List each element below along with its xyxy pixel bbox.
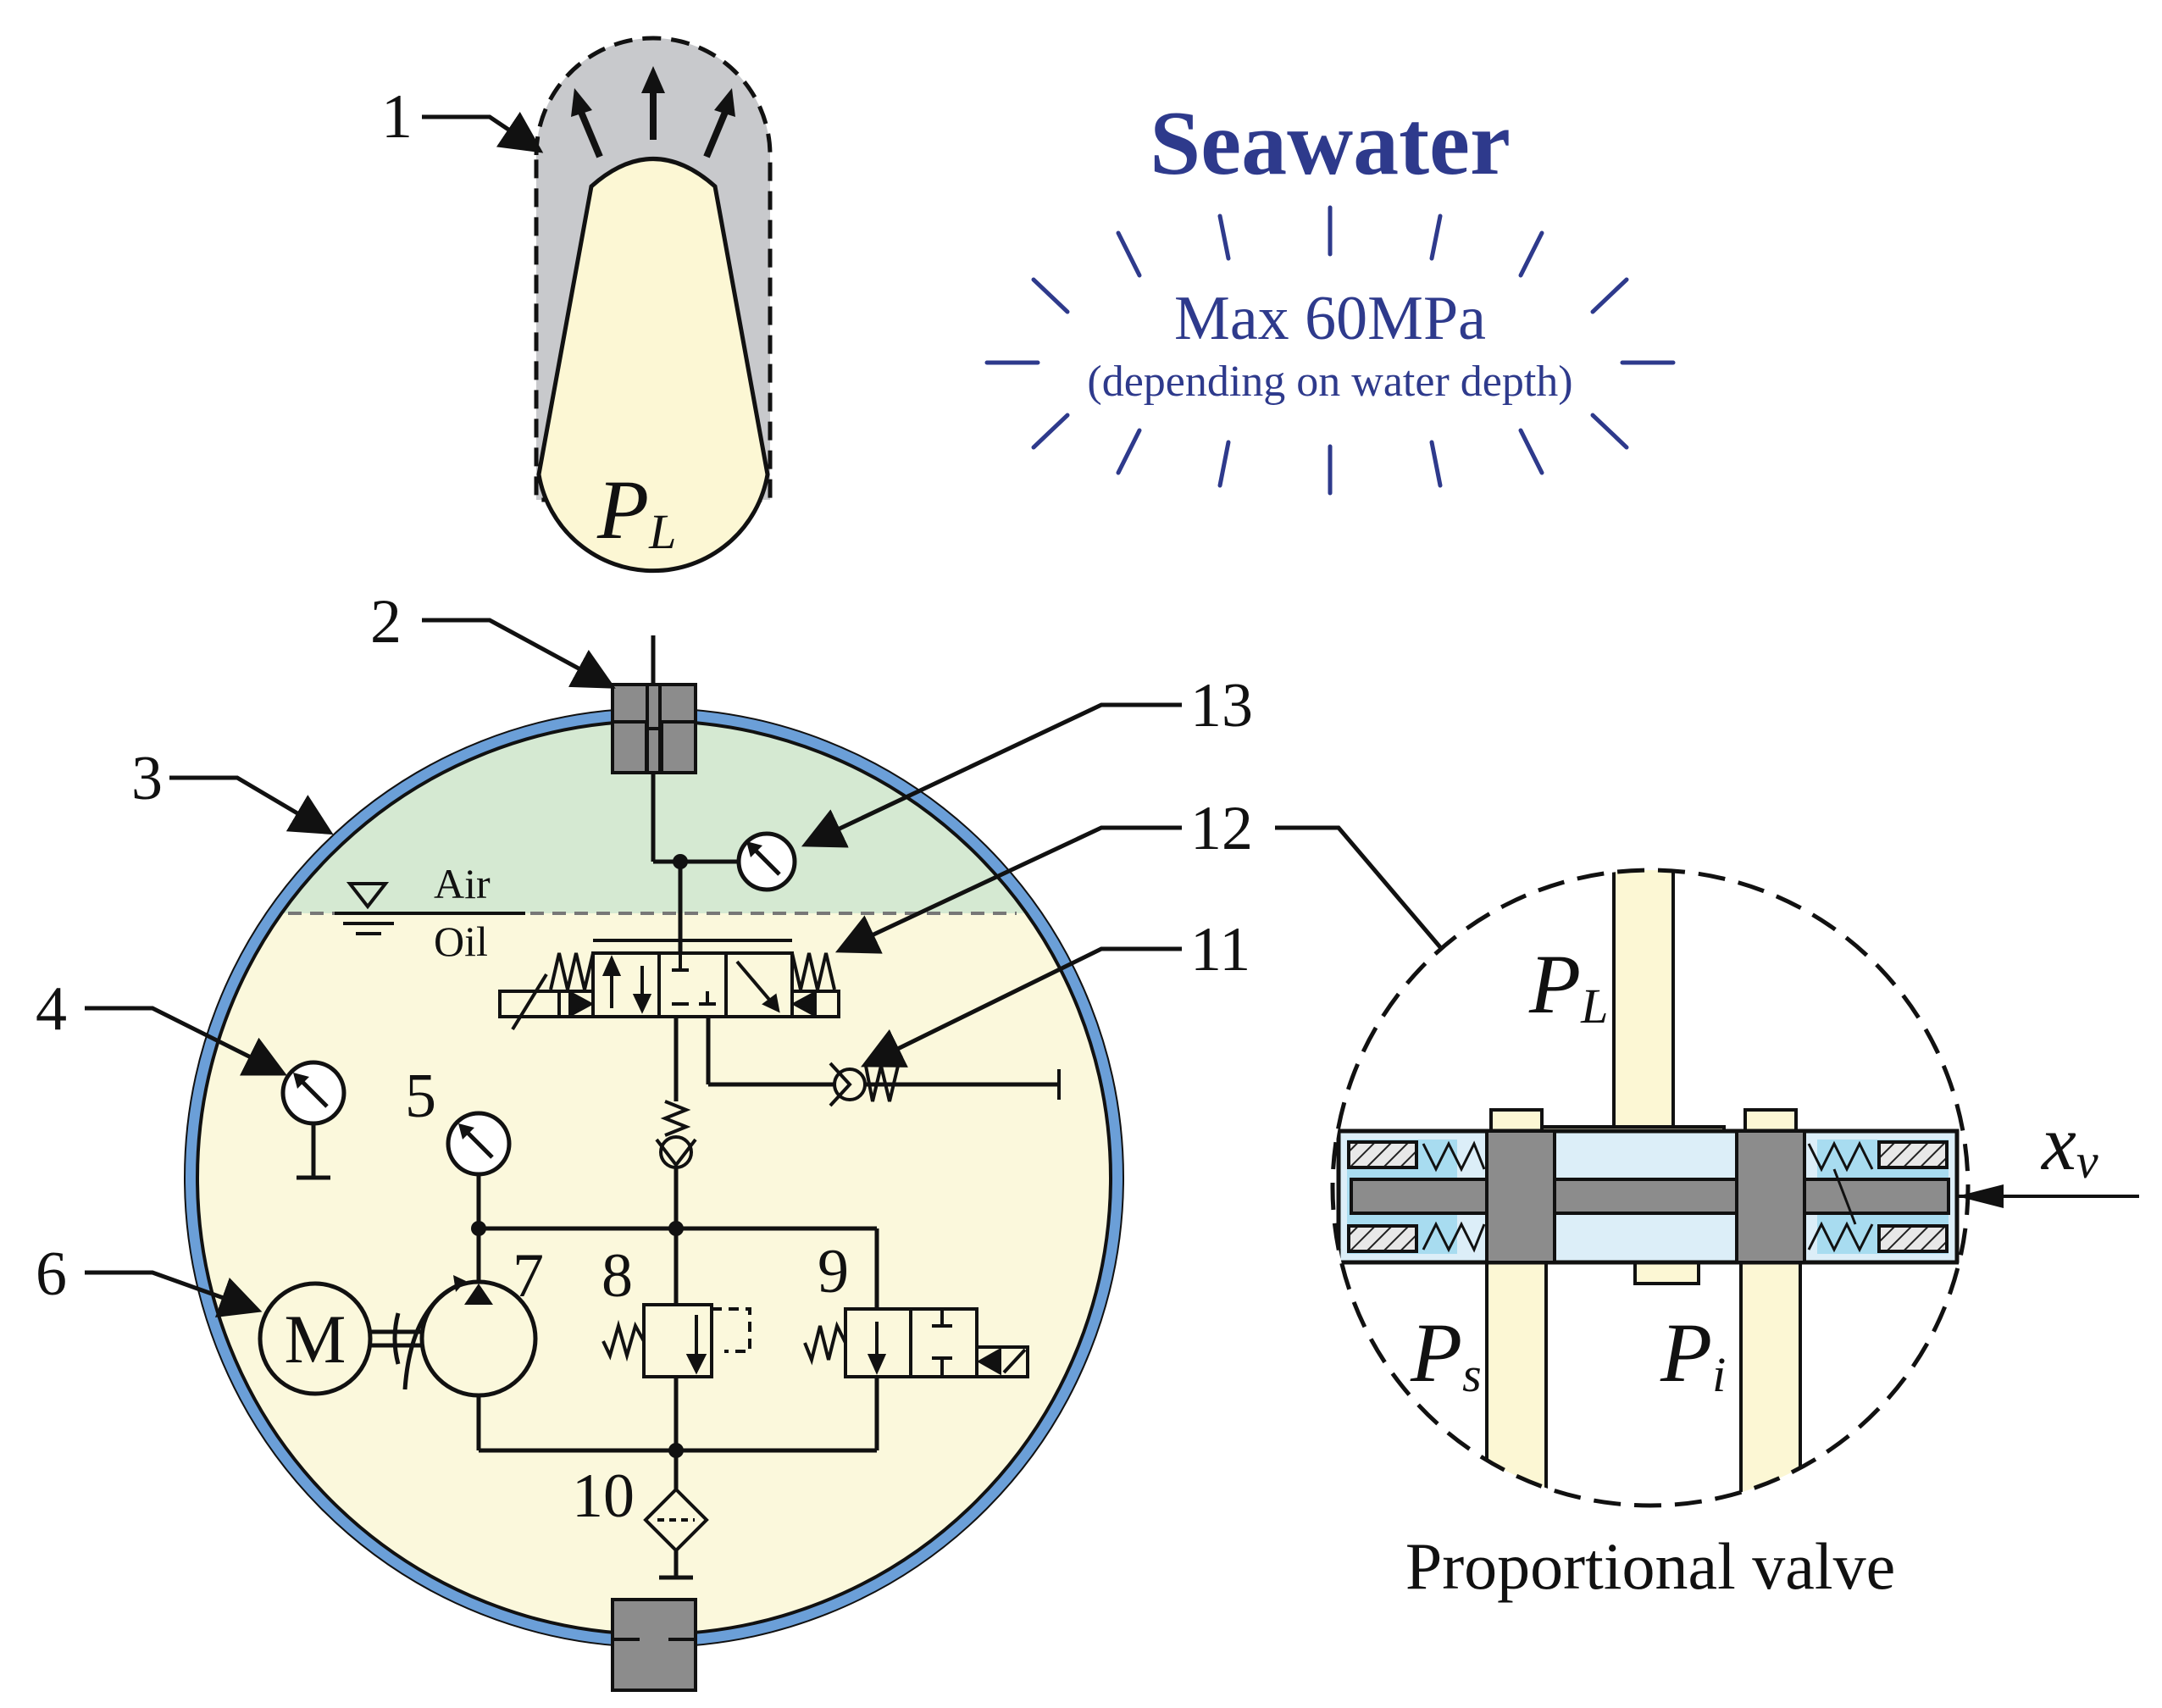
callout-numbers: 1 2 3 4 5 6 7 8 9 10 11 12 13 — [36, 82, 1253, 1531]
pressure-gauge-5 — [446, 1111, 512, 1177]
proportional-valve-caption: Proportional valve — [1405, 1529, 1895, 1603]
check-valve-11 — [708, 1062, 1061, 1107]
max-pressure-text: Max 60MPa — [1174, 284, 1486, 353]
air-label: Air — [434, 860, 491, 907]
callout-10: 10 — [572, 1461, 635, 1531]
detail-callout-line — [1275, 825, 1442, 949]
callout-1: 1 — [381, 82, 413, 152]
callout-13: 13 — [1190, 671, 1253, 740]
callout-5: 5 — [405, 1062, 436, 1131]
detail-pi-label: Pi — [1660, 1306, 1726, 1402]
hydraulic-pump-7 — [402, 1275, 538, 1398]
relief-valve-8 — [601, 1303, 751, 1378]
callout-3: 3 — [131, 744, 163, 813]
fluid-level-symbol — [335, 882, 525, 935]
solenoid-valve-9 — [803, 1307, 1029, 1378]
callout-4: 4 — [36, 974, 67, 1044]
seawater-pressure-rays — [984, 205, 1676, 496]
pump-outlet-check-valve — [655, 1100, 697, 1169]
bottom-drain-fitting — [611, 1598, 697, 1692]
junction-dots — [471, 854, 688, 1458]
callout-2: 2 — [370, 587, 402, 657]
proportional-valve-detail: PL Ps Pi xv Proportional valve — [1275, 825, 2139, 1603]
callout-8: 8 — [601, 1241, 633, 1311]
top-penetrator-fitting — [611, 683, 697, 774]
oil-filter-10 — [643, 1487, 709, 1553]
detail-ps-label: Ps — [1410, 1306, 1482, 1402]
detail-xv-label: xv — [2040, 1100, 2098, 1189]
expansion-arrows — [571, 66, 735, 158]
oil-label: Oil — [434, 918, 488, 965]
bladder-oil-chamber — [536, 157, 770, 574]
motor-label: M — [285, 1300, 346, 1378]
bladder-pressure-label: PL — [596, 463, 676, 559]
pressure-gauge-4 — [280, 1060, 346, 1180]
detail-boundary — [1330, 868, 1971, 1508]
detail-pl-label: PL — [1528, 937, 1608, 1034]
callout-7: 7 — [513, 1241, 544, 1311]
callout-leaders — [85, 111, 1182, 1318]
callout-9: 9 — [818, 1237, 849, 1306]
electric-motor-6: M — [258, 1281, 424, 1396]
callout-12: 12 — [1190, 794, 1253, 863]
callout-6: 6 — [36, 1239, 67, 1309]
xv-input-arrow — [1957, 1184, 2004, 1208]
seawater-label-group: Seawater Max 60MPa (depending on water d… — [984, 93, 1676, 496]
water-depth-note: (depending on water depth) — [1087, 358, 1572, 406]
external-bladder: PL — [534, 36, 773, 574]
proportional-valve-12-symbol — [498, 939, 840, 1031]
seawater-title: Seawater — [1150, 93, 1511, 194]
callout-11: 11 — [1190, 915, 1250, 984]
pressure-gauge-13 — [736, 831, 797, 892]
